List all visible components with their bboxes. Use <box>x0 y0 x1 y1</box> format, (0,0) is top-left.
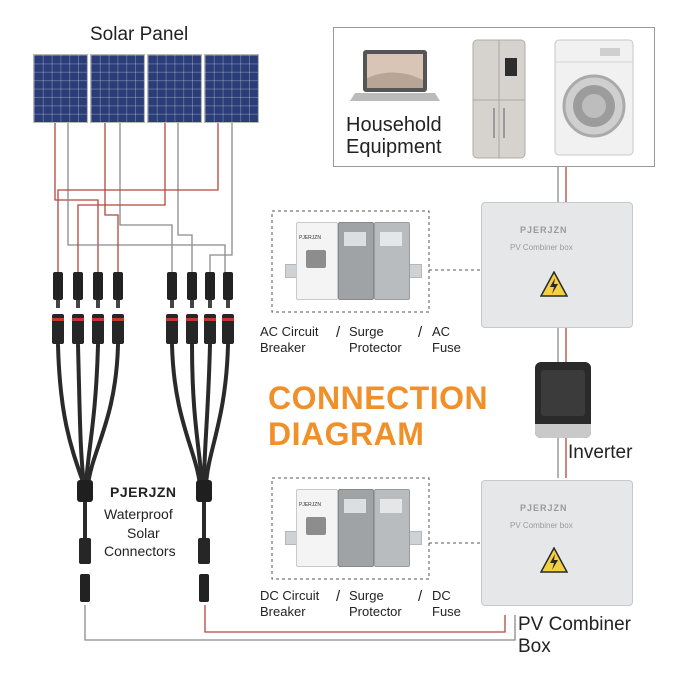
dc-surge-label-line2: Protector <box>349 604 402 619</box>
connectors-label-line2: Solar <box>127 525 160 541</box>
pv-box-label-line2: Box <box>518 636 551 657</box>
diagram-title-line1: CONNECTION <box>268 380 489 416</box>
wire <box>209 120 233 272</box>
dc-fuse-label-line1: DC <box>432 588 451 603</box>
cable <box>170 343 202 487</box>
separator: / <box>336 324 341 341</box>
ac-breaker-label-line1: AC Circuit <box>260 324 319 339</box>
cable <box>86 343 120 487</box>
wire <box>54 120 99 272</box>
wire <box>57 120 219 272</box>
ac-fuse-label-line1: AC <box>432 324 451 339</box>
wire <box>104 120 119 272</box>
surge-window <box>344 499 366 513</box>
household-label-line2: Equipment <box>346 136 442 158</box>
warning-icon <box>540 271 568 297</box>
pv-box-label-line1: PV Combiner <box>518 614 631 635</box>
ac-fuse-label-line2: Fuse <box>432 340 461 355</box>
connectors-label-line3: Connectors <box>104 543 176 559</box>
connectors-label-line1: Waterproof <box>104 506 173 522</box>
combiner-box-bottom: PJERJZN PV Combiner box <box>481 480 633 606</box>
solar-panel <box>204 54 259 123</box>
inverter-label: Inverter <box>568 442 633 463</box>
combiner-top-caption: PV Combiner box <box>510 243 573 252</box>
solar-panel-label: Solar Panel <box>90 24 189 45</box>
wire <box>119 120 173 272</box>
cable <box>84 343 100 487</box>
combiner-bottom-brand: PJERJZN <box>520 503 568 513</box>
combiner-top-brand: PJERJZN <box>520 225 568 235</box>
ac-callout-frame <box>271 210 430 313</box>
ac-surge-label-line1: Surge <box>349 324 384 339</box>
fuse-window <box>380 499 402 513</box>
cable <box>204 343 230 487</box>
combiner-box-top: PJERJZN PV Combiner box <box>481 202 633 328</box>
wire <box>177 120 193 272</box>
connectors-brand: PJERJZN <box>110 484 177 500</box>
breaker-handle <box>306 250 326 268</box>
inverter-device <box>535 362 591 438</box>
dc-callout-frame <box>271 477 430 580</box>
breaker-brand: PJERJZN <box>299 235 321 241</box>
cable <box>76 343 86 487</box>
wire <box>84 605 516 641</box>
cable <box>190 343 204 487</box>
diagram-title-line2: DIAGRAM <box>268 416 425 452</box>
wire <box>67 120 226 272</box>
separator: / <box>418 324 423 341</box>
separator: / <box>418 588 423 605</box>
separator: / <box>336 588 341 605</box>
wire <box>77 120 166 272</box>
cable <box>202 343 212 487</box>
household-label-line1: Household <box>346 114 442 136</box>
fuse-window <box>380 232 402 246</box>
solar-panel <box>147 54 202 123</box>
dc-fuse-label-line2: Fuse <box>432 604 461 619</box>
wire <box>204 605 506 633</box>
solar-panel <box>90 54 145 123</box>
ac-surge-label-line2: Protector <box>349 340 402 355</box>
warning-icon <box>540 547 568 573</box>
ac-breaker-label-line2: Breaker <box>260 340 306 355</box>
combiner-bottom-caption: PV Combiner box <box>510 521 573 530</box>
dc-breaker-label-line2: Breaker <box>260 604 306 619</box>
breaker-brand: PJERJZN <box>299 502 321 508</box>
dc-surge-label-line1: Surge <box>349 588 384 603</box>
dc-breaker-label-line1: DC Circuit <box>260 588 320 603</box>
surge-window <box>344 232 366 246</box>
solar-panel <box>33 54 88 123</box>
breaker-handle <box>306 517 326 535</box>
cable <box>56 343 86 487</box>
